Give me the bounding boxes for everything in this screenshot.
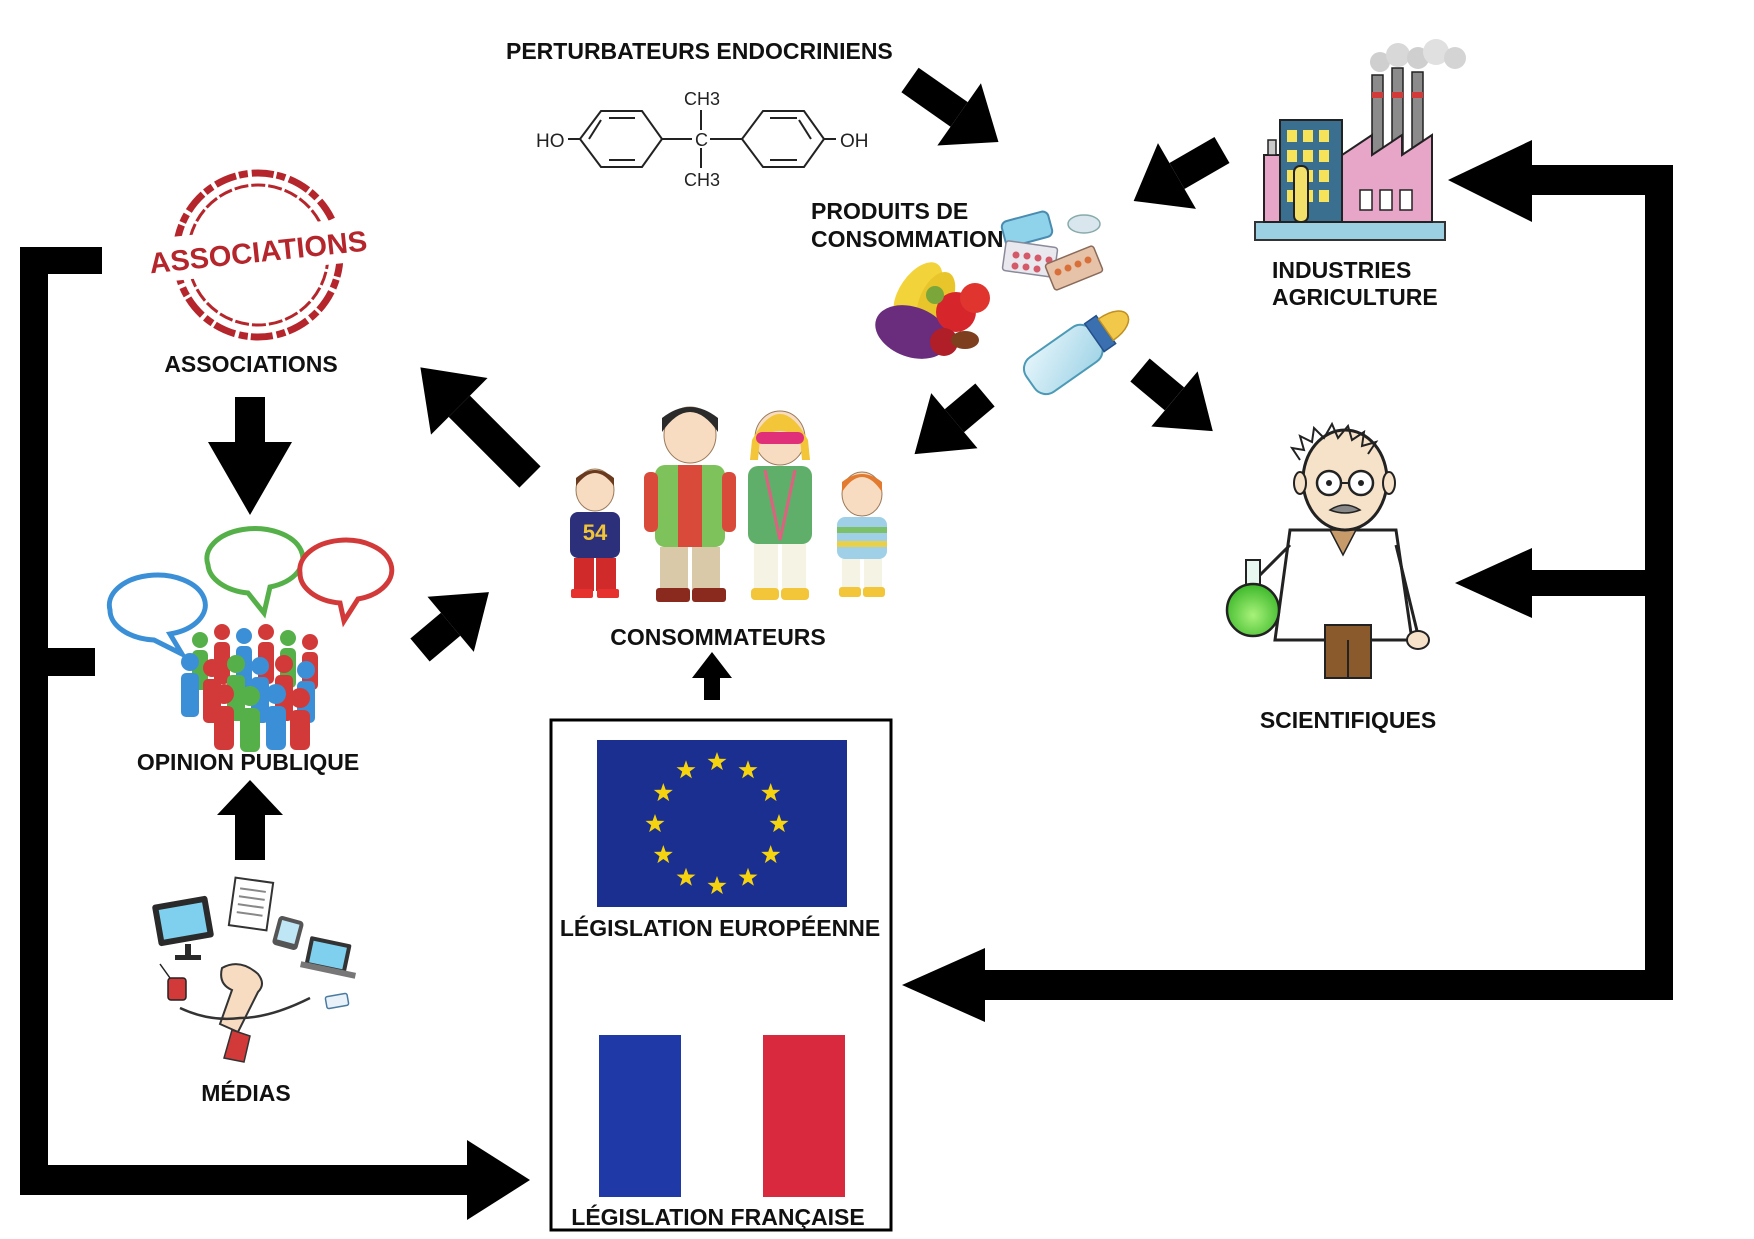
- opinion-publique-label: OPINION PUBLIQUE: [136, 749, 360, 775]
- eu-star-icon: [653, 845, 673, 864]
- medias-label: MÉDIAS: [201, 1080, 291, 1106]
- consumers-family-icon: 54: [570, 406, 887, 602]
- eu-star-icon: [676, 760, 696, 779]
- arrow-feedback-loop-left: [20, 247, 530, 1220]
- arrow-perturbateurs-to-produits: [901, 67, 999, 146]
- eu-star-icon: [676, 867, 696, 886]
- industries-label-line2: AGRICULTURE: [1272, 284, 1438, 310]
- eu-star-icon: [738, 760, 758, 779]
- arrow-associations-to-opinion: [208, 397, 292, 515]
- eu-star-icon: [707, 752, 727, 771]
- arrow-opinion-to-consommateurs: [410, 592, 489, 662]
- eu-star-icon: [653, 783, 673, 802]
- arrow-feedback-loop-right: [902, 140, 1673, 1022]
- factory-icon: [1254, 39, 1466, 241]
- media-icon: [152, 876, 357, 1063]
- perturbateurs-label: PERTURBATEURS ENDOCRINIENS: [506, 38, 893, 64]
- bisphenol-molecule: [568, 110, 836, 168]
- associations-stamp-icon: ASSOCIATIONS: [148, 169, 372, 341]
- jersey-number: 54: [583, 520, 608, 545]
- scientifiques-label: SCIENTIFIQUES: [1259, 707, 1437, 733]
- molecule-ho-label: HO: [536, 131, 565, 152]
- eu-star-icon: [769, 814, 789, 833]
- molecule-oh-label: OH: [840, 131, 869, 152]
- industries-label-line1: INDUSTRIES: [1272, 257, 1412, 283]
- arrow-consommateurs-to-associations: [420, 367, 541, 488]
- legislation-francaise-label: LÉGISLATION FRANÇAISE: [571, 1204, 865, 1230]
- public-opinion-icon: [106, 526, 395, 752]
- legislation-europeenne-label: LÉGISLATION EUROPÉENNE: [559, 915, 881, 941]
- arrow-medias-to-opinion: [217, 780, 283, 860]
- molecule-ch3-bottom-label: CH3: [684, 170, 720, 190]
- eu-star-icon: [761, 845, 781, 864]
- molecule-c-label: C: [695, 130, 708, 150]
- eu-star-icon: [738, 867, 758, 886]
- arrow-produits-to-scientifiques: [1130, 358, 1213, 432]
- eu-star-icon: [645, 814, 665, 833]
- french-flag-icon: [599, 1035, 845, 1197]
- eu-star-icon: [707, 876, 727, 895]
- arrow-produits-to-consommateurs: [914, 383, 995, 455]
- scientist-icon: [1225, 421, 1430, 679]
- arrow-industries-to-produits: [1133, 137, 1230, 209]
- eu-stars: [645, 752, 789, 895]
- associations-label: ASSOCIATIONS: [164, 351, 338, 377]
- produits-label-line1: PRODUITS DE: [811, 198, 969, 224]
- eu-star-icon: [761, 783, 781, 802]
- consumer-products-icon: [875, 210, 1130, 396]
- produits-label-line2: CONSOMMATION: [811, 226, 1004, 252]
- eu-flag-icon: [597, 740, 847, 907]
- arrow-legislation-to-consommateurs: [692, 652, 732, 700]
- molecule-ch3-top-label: CH3: [684, 89, 720, 109]
- consommateurs-label: CONSOMMATEURS: [610, 624, 826, 650]
